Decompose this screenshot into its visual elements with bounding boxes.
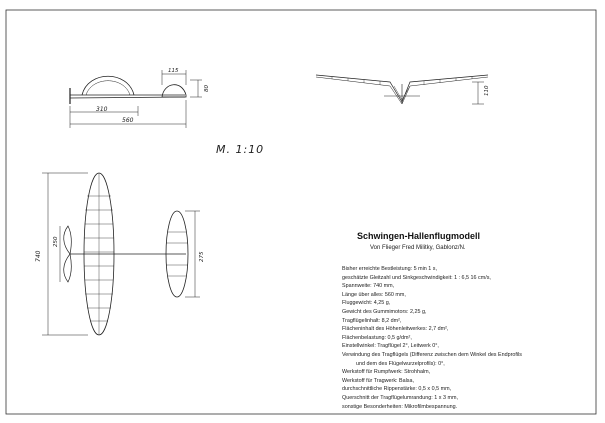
spec-line: Verwindung des Tragflügels (Differenz zw… bbox=[342, 351, 522, 358]
spec-line: Querschnitt der Tragflügelumrandung: 1 x… bbox=[342, 394, 458, 401]
spec-line: und dem des Flügelwurzelprofils): 0°, bbox=[356, 360, 445, 367]
drawing-subtitle: Von Flieger Fred Militky, Gablonz/N. bbox=[370, 245, 466, 251]
spec-line: Flächeninhalt des Höhenleitwerkes: 2,7 d… bbox=[342, 326, 449, 333]
top-view bbox=[42, 172, 200, 336]
dim-top-span: 740 bbox=[35, 250, 42, 262]
dim-side-height: 80 bbox=[204, 85, 210, 92]
spec-line: Gewicht des Gummimotors: 2,25 g, bbox=[342, 308, 427, 315]
dim-front-height: 110 bbox=[484, 85, 490, 96]
front-view bbox=[315, 74, 489, 105]
drawing-title: Schwingen-Hallenflugmodell bbox=[357, 231, 481, 241]
dim-top-prop: 250 bbox=[53, 236, 59, 247]
spec-line: Spannweite: 740 mm, bbox=[342, 283, 395, 290]
dim-top-tail: 275 bbox=[199, 251, 205, 262]
side-view bbox=[69, 70, 202, 128]
scale-label: M. 1:10 bbox=[216, 143, 265, 156]
spec-line: durchschnittliche Rippenstärke: 0,5 x 0,… bbox=[342, 386, 452, 393]
dim-side-front: 310 bbox=[96, 106, 108, 113]
spec-line: Werkstoff für Tragwerk: Balsa, bbox=[342, 377, 414, 384]
spec-line: Tragflügelinhalt: 8,2 dm², bbox=[342, 317, 402, 324]
sheet-border bbox=[5, 9, 597, 415]
spec-line: Einstellwinkel: Tragflügel 2°, Leitwerk … bbox=[342, 343, 439, 350]
spec-line: geschätzte Gleitzahl und Sinkgeschwindig… bbox=[342, 274, 491, 281]
spec-line: Fluggewicht: 4,25 g, bbox=[342, 300, 391, 307]
spec-line: Werkstoff für Rumpfwerk: Strohhalm, bbox=[342, 369, 431, 376]
spec-list: Bisher erreichte Bestleistung: 5 min 1 s… bbox=[342, 265, 522, 411]
spec-line: Länge über alles: 560 mm, bbox=[342, 291, 406, 298]
spec-line: sonstige Besonderheiten: Mikrofilmbespan… bbox=[342, 403, 458, 410]
dim-side-rudder: 115 bbox=[168, 68, 179, 74]
dim-side-total: 560 bbox=[122, 117, 134, 124]
spec-line: Bisher erreichte Bestleistung: 5 min 1 s… bbox=[342, 266, 437, 272]
spec-line: Flächenbelastung: 0,5 g/dm², bbox=[342, 334, 412, 341]
